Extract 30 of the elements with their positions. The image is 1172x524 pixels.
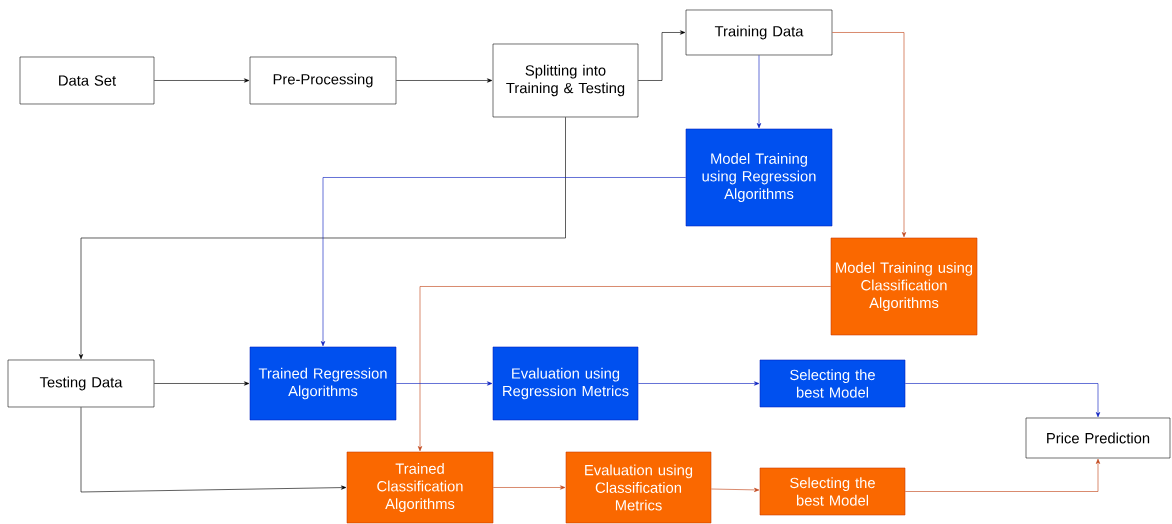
arrow	[395, 78, 493, 83]
arrow	[492, 485, 566, 490]
process-box: Testing Data	[7, 359, 155, 408]
process-box: Model Training using Regression Algorithms	[685, 128, 833, 227]
arrow	[637, 381, 760, 386]
process-box: Training Data	[685, 9, 833, 56]
process-box: Trained Classification Algorithms	[346, 451, 494, 524]
process-box: Selecting the best Model	[759, 467, 906, 516]
arrow	[637, 30, 686, 81]
arrow	[904, 458, 1101, 492]
arrow	[904, 383, 1101, 418]
process-box: Splitting into Training & Testing	[492, 43, 639, 118]
process-box: Price Prediction	[1025, 417, 1171, 459]
arrow	[417, 286, 832, 452]
arrow	[395, 381, 493, 386]
arrow	[153, 381, 250, 386]
arrow	[153, 78, 250, 83]
process-box: Data Set	[19, 56, 155, 105]
arrow	[80, 406, 347, 493]
process-box: Evaluation using Regression Metrics	[492, 346, 639, 421]
process-box: Evaluation using Classification Metrics	[565, 451, 712, 524]
process-box: Model Training using Classification Algorithms	[830, 237, 978, 336]
process-box: Pre-Processing	[249, 56, 397, 105]
process-box: Selecting the best Model	[759, 359, 906, 408]
arrow	[831, 32, 907, 238]
arrow	[78, 116, 566, 360]
arrow	[320, 177, 687, 347]
process-box: Trained Regression Algorithms	[249, 346, 397, 421]
arrow	[756, 54, 762, 129]
arrow	[710, 487, 760, 492]
